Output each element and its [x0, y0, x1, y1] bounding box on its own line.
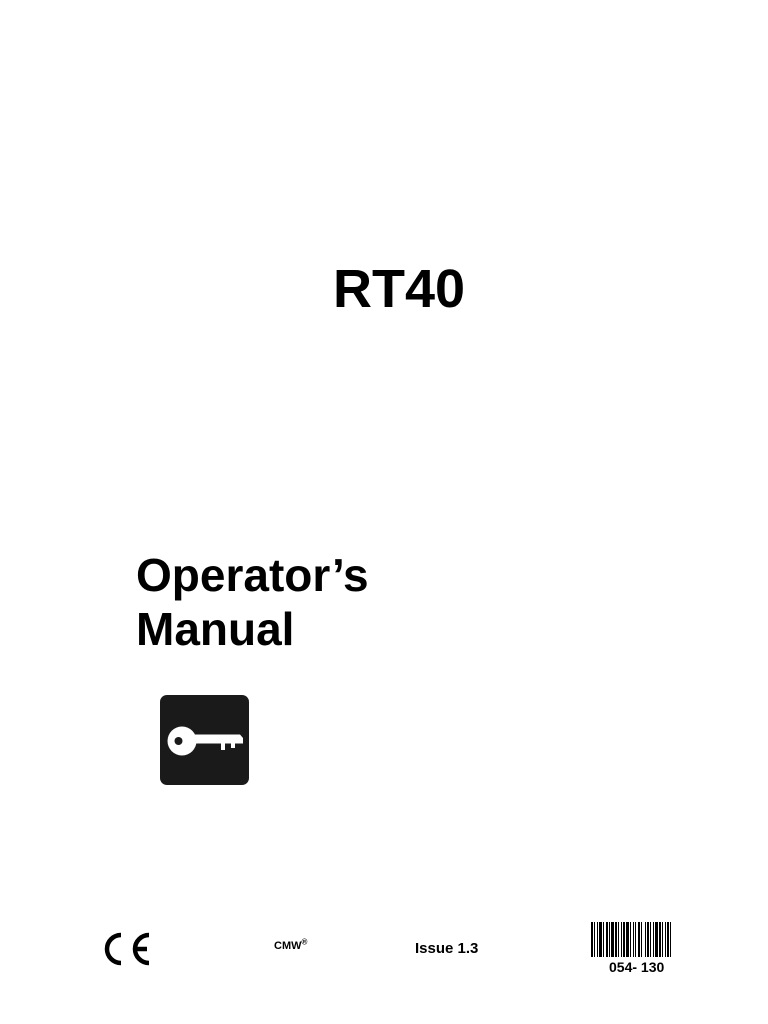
- brand-mark: CMW®: [274, 938, 307, 952]
- ce-mark-icon: [104, 932, 150, 966]
- registered-mark: ®: [301, 937, 308, 947]
- key-icon: [160, 695, 249, 785]
- issue-number: Issue 1.3: [415, 940, 479, 957]
- part-number: 054- 130: [609, 959, 665, 975]
- manual-title: Operator’s Manual: [136, 548, 369, 656]
- manual-title-line1: Operator’s: [136, 549, 369, 601]
- model-title: RT40: [333, 259, 466, 319]
- barcode-icon: [591, 922, 671, 957]
- brand-name: CMW: [274, 940, 302, 952]
- manual-title-line2: Manual: [136, 603, 295, 655]
